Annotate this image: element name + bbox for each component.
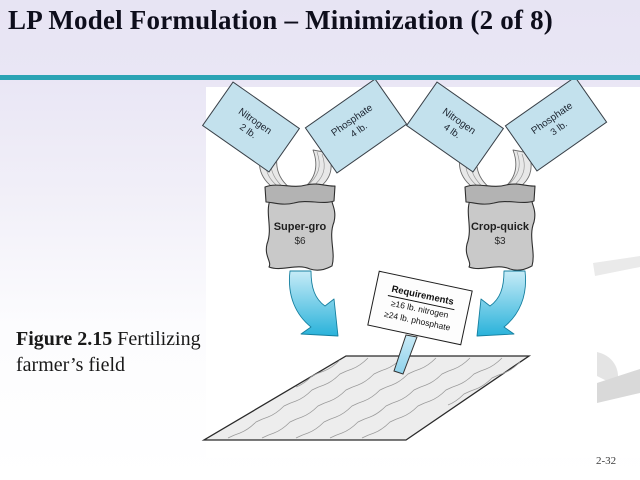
bag-supergro-body bbox=[265, 199, 336, 271]
arrow-cropquick-to-field bbox=[476, 270, 527, 337]
bag-name-cropquick: Crop-quick bbox=[470, 221, 530, 233]
bag-supergro-top-band bbox=[264, 183, 336, 205]
swoosh-decoration-top bbox=[593, 256, 640, 276]
bag-price-supergro: $6 bbox=[294, 236, 306, 247]
caption-figure-number: Figure 2.15 bbox=[16, 328, 113, 350]
caption-line1-text: Fertilizing bbox=[112, 328, 201, 350]
swoosh-decoration-crescent bbox=[597, 352, 619, 386]
bag-name-supergro: Super-gro bbox=[273, 221, 327, 233]
arrow-supergro-to-field bbox=[288, 270, 339, 337]
field-furrows bbox=[227, 357, 521, 439]
bag-price-cropquick: $3 bbox=[494, 236, 506, 247]
swoosh-decoration-bottom bbox=[597, 369, 640, 403]
bag-cropquick-top-band bbox=[464, 183, 536, 205]
slide-page-number: 2-32 bbox=[596, 455, 617, 467]
farm-field bbox=[201, 355, 532, 441]
title-divider-rule bbox=[0, 75, 640, 80]
figure-caption: Figure 2.15 Fertilizing farmer’s field bbox=[16, 326, 231, 378]
caption-line2-text: farmer’s field bbox=[16, 354, 126, 376]
sign-post bbox=[393, 334, 418, 375]
slide-title: LP Model Formulation – Minimization (2 o… bbox=[8, 5, 554, 35]
bag-cropquick-body bbox=[465, 199, 536, 271]
